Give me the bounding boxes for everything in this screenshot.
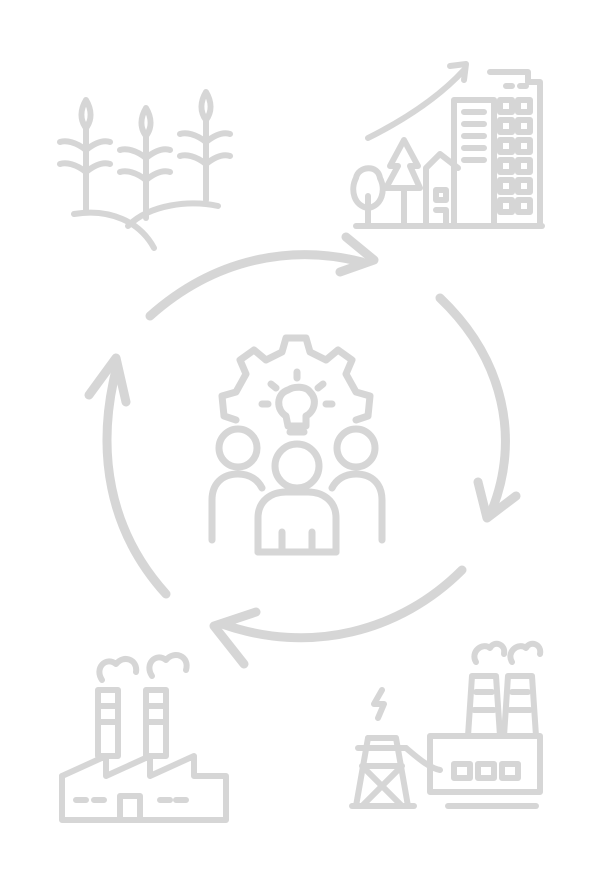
power-plant-icon <box>349 640 544 809</box>
innovation-team-gear-lightbulb-icon <box>208 334 386 556</box>
city-growth-icon <box>350 61 545 229</box>
arrow-left <box>84 353 171 599</box>
wheat-stalk-middle <box>117 105 173 221</box>
arrow-right <box>435 293 521 523</box>
cycle-arrows <box>84 232 521 669</box>
wheat-stalk-right <box>177 89 233 203</box>
factory-icon <box>59 652 229 823</box>
wheat-stalk-left <box>57 97 113 213</box>
arrow-bottom <box>209 565 467 669</box>
agriculture-crops-icon <box>57 89 233 251</box>
arrow-top <box>145 232 379 321</box>
